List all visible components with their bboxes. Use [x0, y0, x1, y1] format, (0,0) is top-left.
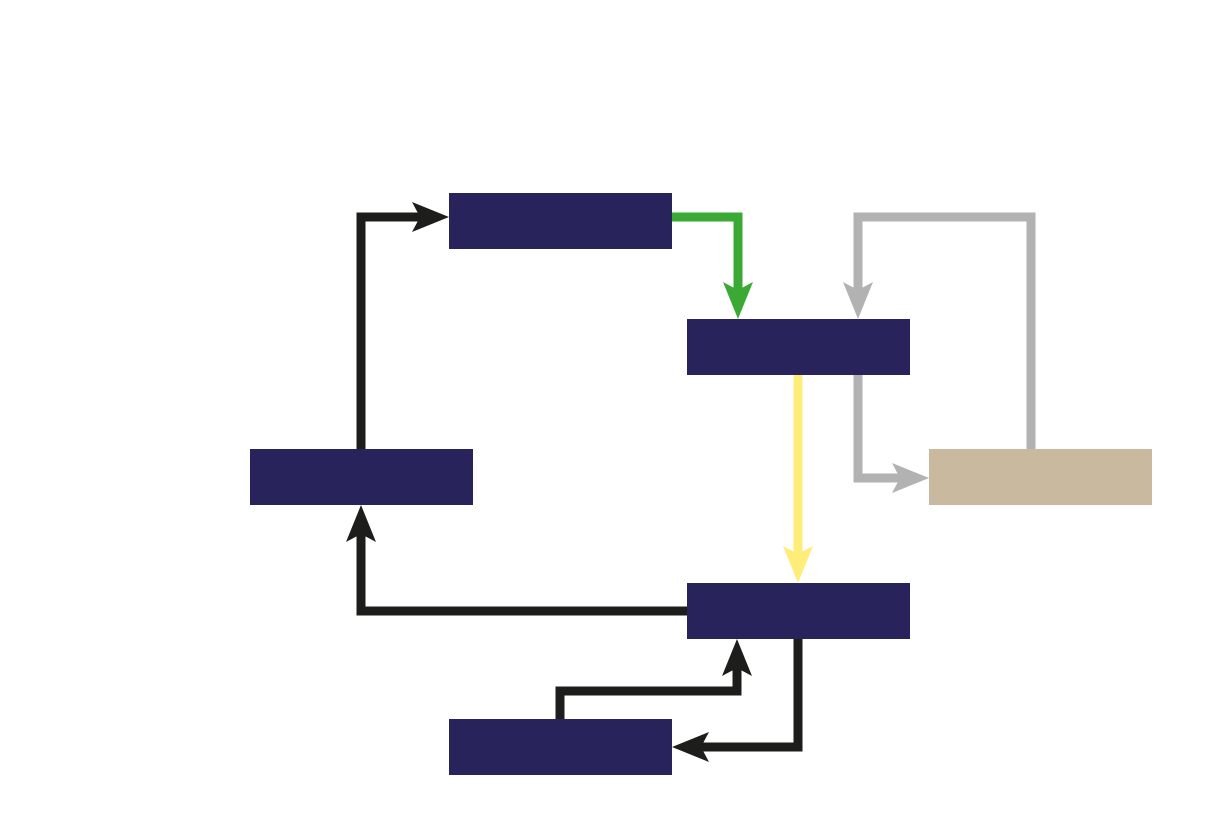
node-bottom-left[interactable]	[449, 719, 672, 775]
node-mid-right[interactable]	[687, 319, 910, 375]
edge-mid-right-to-bottom-right	[783, 375, 813, 583]
node-left[interactable]	[250, 449, 473, 505]
edge-bottom-right-to-bottom-left	[672, 639, 803, 762]
arrowhead-icon	[843, 282, 873, 319]
node-box[interactable]	[449, 193, 672, 249]
edge-line	[853, 375, 902, 483]
edge-bottom-left-to-bottom-right	[555, 639, 752, 719]
node-top[interactable]	[449, 193, 672, 249]
arrowhead-icon	[672, 732, 709, 762]
edge-line	[699, 639, 803, 752]
arrowhead-icon	[783, 546, 813, 583]
arrowhead-icon	[722, 639, 752, 676]
node-box[interactable]	[250, 449, 473, 505]
arrowhead-icon	[723, 282, 753, 319]
edge-line	[672, 212, 743, 292]
edge-mid-right-to-far-right	[853, 375, 929, 493]
arrowhead-icon	[346, 505, 376, 542]
edge-bottom-right-to-left	[346, 505, 687, 616]
edge-line	[356, 212, 420, 449]
edge-line	[356, 532, 687, 616]
arrowhead-icon	[412, 202, 449, 232]
node-box[interactable]	[687, 319, 910, 375]
node-box[interactable]	[929, 449, 1152, 505]
edge-far-right-to-mid-right	[843, 212, 1036, 449]
edges-layer	[346, 202, 1036, 762]
node-far-right[interactable]	[929, 449, 1152, 505]
edge-line	[853, 212, 1036, 449]
node-box[interactable]	[687, 583, 910, 639]
node-box[interactable]	[449, 719, 672, 775]
node-bottom-right[interactable]	[687, 583, 910, 639]
edge-left-to-top	[356, 202, 449, 449]
edge-top-to-mid-right	[672, 212, 753, 319]
edge-line	[555, 666, 742, 719]
arrowhead-icon	[892, 463, 929, 493]
nodes-layer	[250, 193, 1152, 775]
